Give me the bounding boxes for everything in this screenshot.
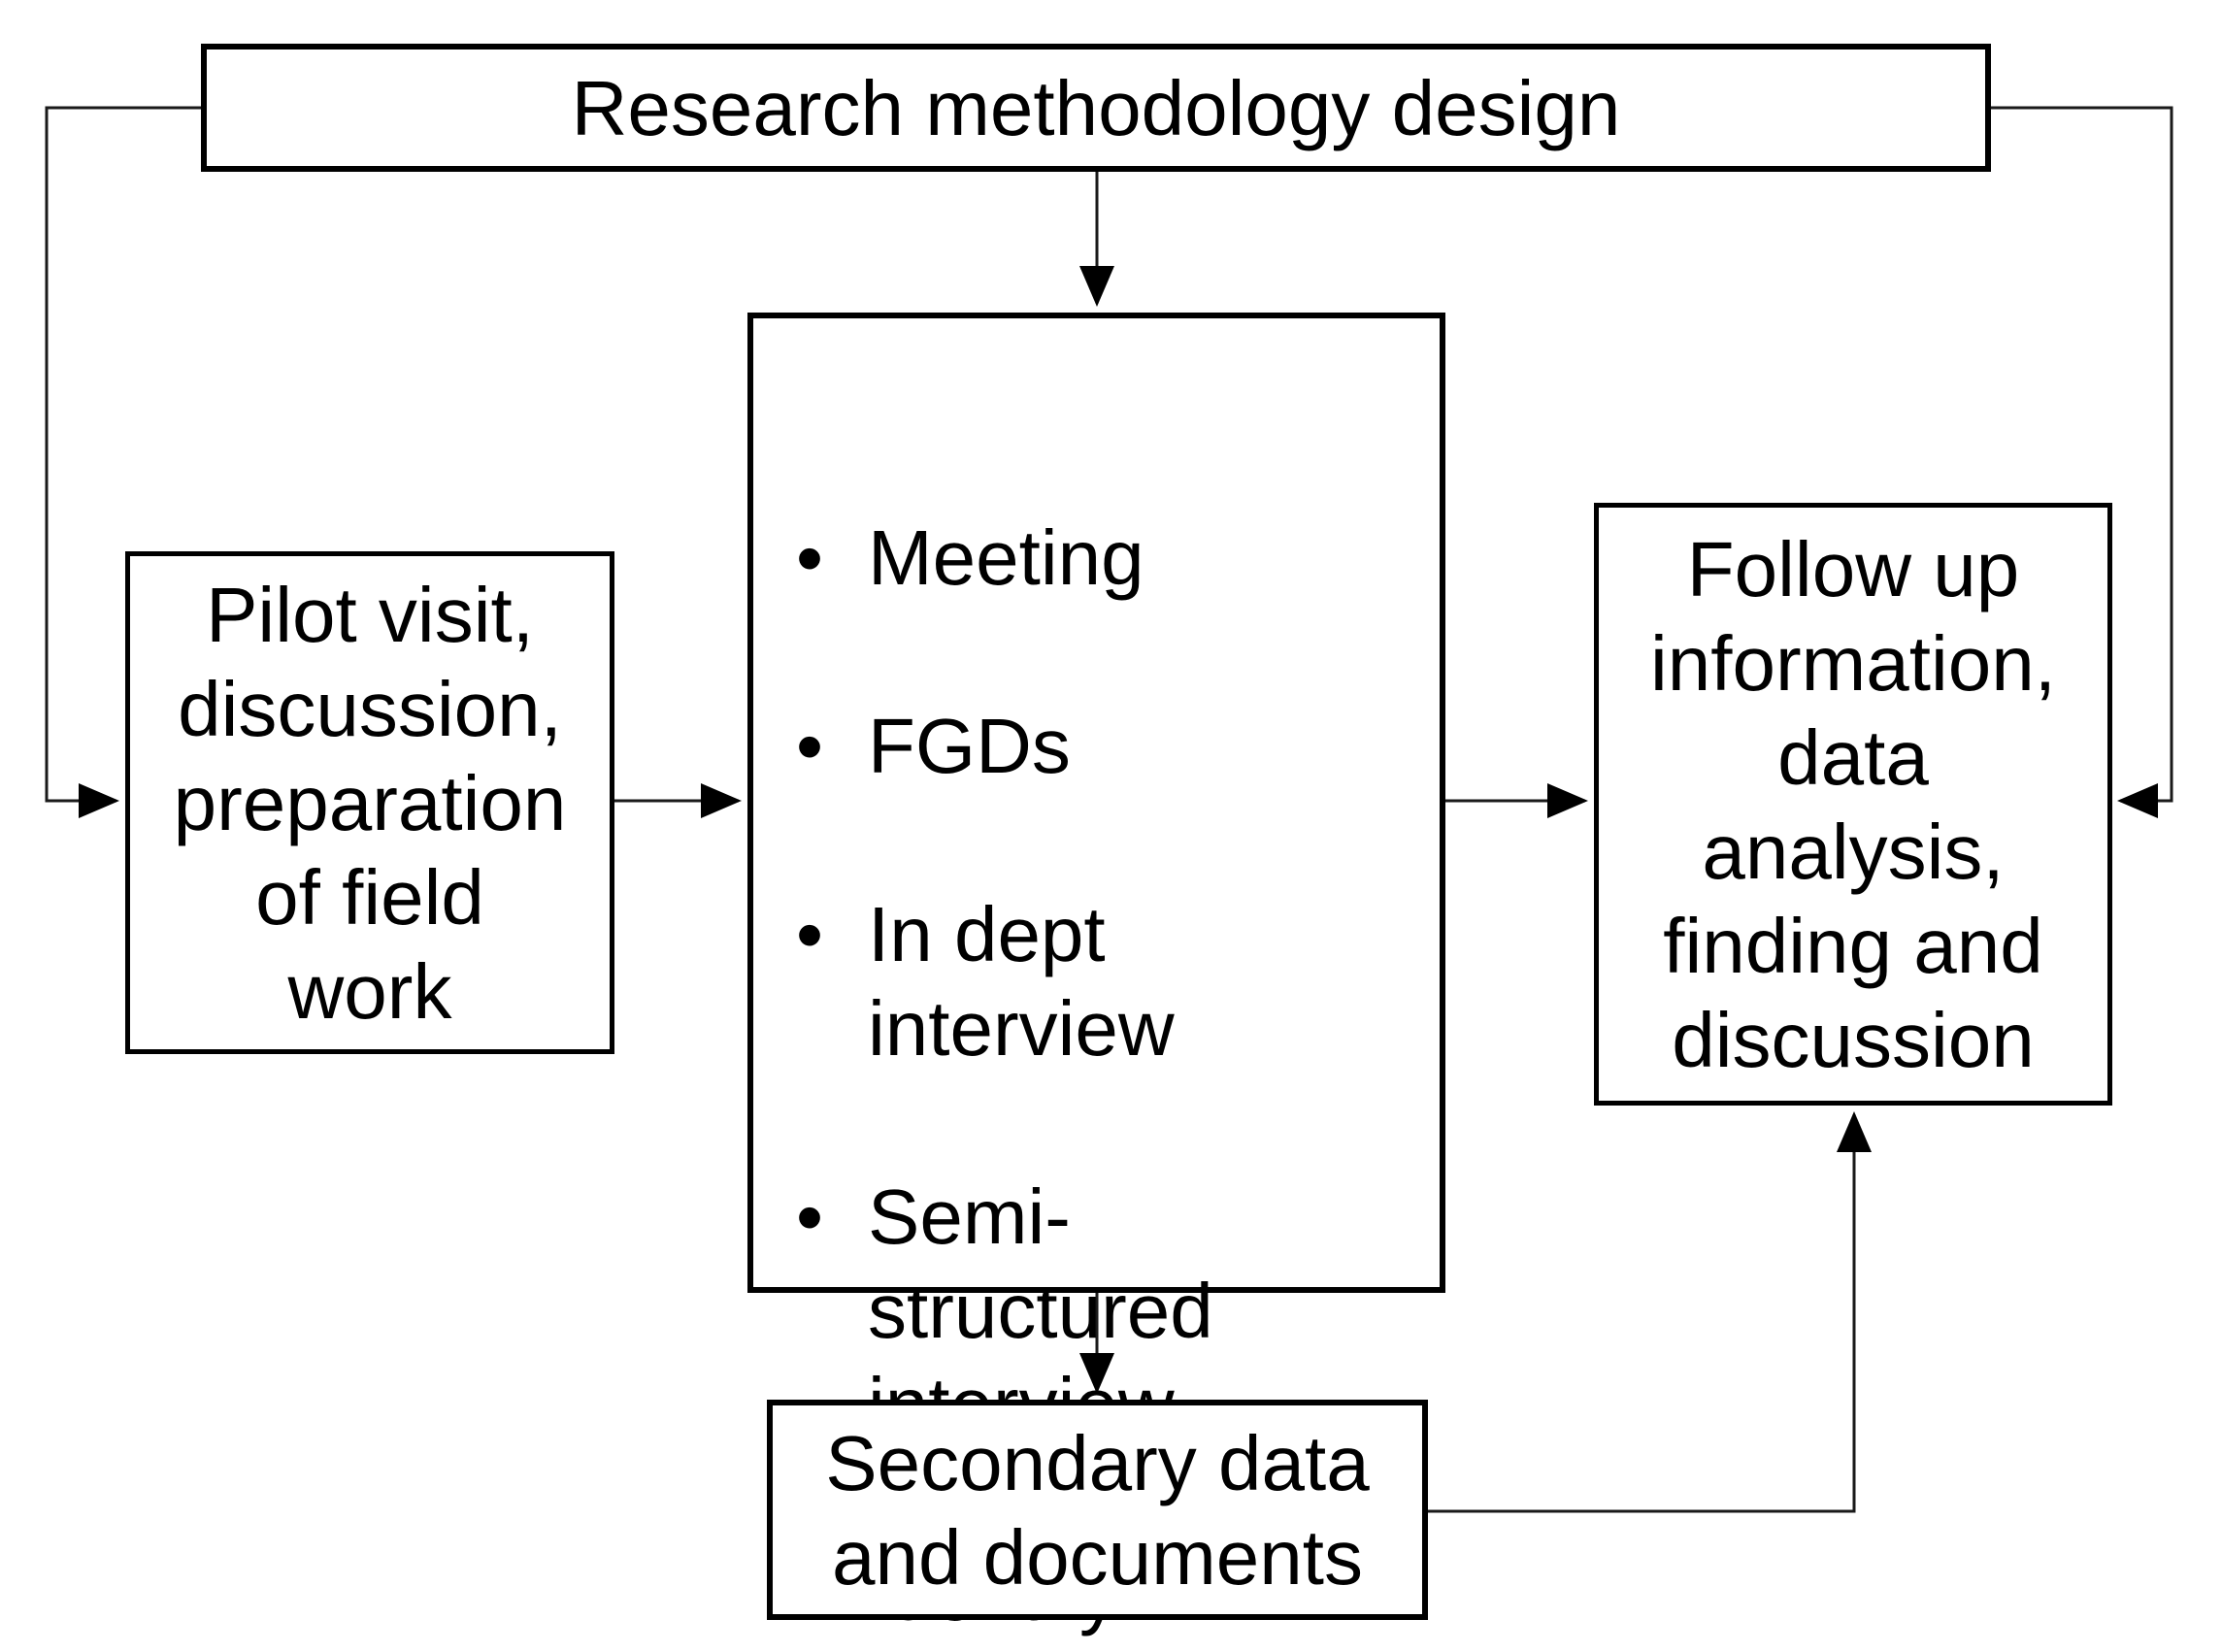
arrow-secondary-to-followup [1427,1111,1872,1513]
data-collection-list: Meeting FGDs In dept interview Semi- str… [753,413,1440,1652]
data-collection-box: Meeting FGDs In dept interview Semi- str… [747,313,1445,1652]
list-item: Meeting [796,511,1424,605]
list-item: In dept interview [796,887,1424,1075]
research-methodology-box: Research methodology design [201,44,1991,172]
secondary-data-box: Secondary data and documents [767,1400,1428,1620]
follow-up-box: Follow up information, data analysis, fi… [1594,503,2112,1106]
pilot-visit-box: Pilot visit, discussion, preparation of … [125,551,614,1054]
list-item: FGDs [796,699,1424,793]
